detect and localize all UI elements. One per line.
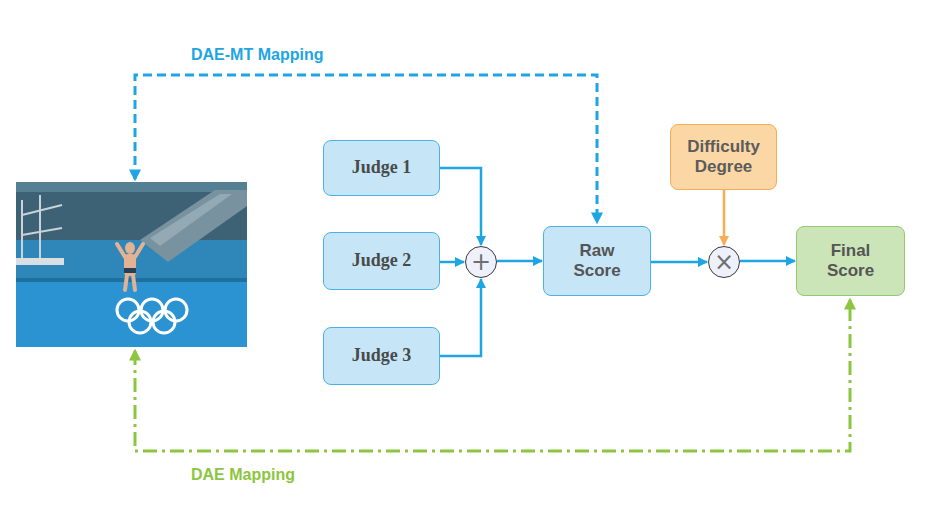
flow-arrow <box>497 260 542 263</box>
flow-arrow <box>723 190 726 245</box>
operator-symbol: × <box>714 250 734 274</box>
dae-mapping-line <box>135 300 850 451</box>
raw-score-box: Raw Score <box>543 226 651 296</box>
flow-arrow <box>740 260 795 263</box>
node-label: Judge 1 <box>352 157 412 179</box>
diver-figure <box>117 242 143 290</box>
flow-arrow <box>440 168 481 245</box>
node-label: Judge 3 <box>352 345 412 367</box>
operator-circle: + <box>465 246 497 278</box>
flow-arrow <box>440 279 481 356</box>
judge-box: Judge 3 <box>323 327 440 385</box>
operator-symbol: + <box>471 250 491 274</box>
diving-photo <box>16 182 247 347</box>
olympic-rings <box>117 299 187 333</box>
node-label: Raw Score <box>573 241 620 282</box>
final-score-box: Final Score <box>796 226 905 296</box>
node-label: Difficulty Degree <box>687 137 760 178</box>
judge-box: Judge 1 <box>323 140 440 196</box>
difficulty-box: Difficulty Degree <box>670 124 777 190</box>
mapping-label: DAE-MT Mapping <box>188 46 326 64</box>
judge-box: Judge 2 <box>323 232 440 290</box>
dae-mt-mapping-line <box>135 75 597 222</box>
node-label: Judge 2 <box>352 250 412 272</box>
flow-arrow <box>651 261 707 264</box>
mapping-label: DAE Mapping <box>188 466 298 484</box>
node-label: Final Score <box>827 241 874 282</box>
flow-arrow <box>440 261 464 264</box>
operator-circle: × <box>708 246 740 278</box>
